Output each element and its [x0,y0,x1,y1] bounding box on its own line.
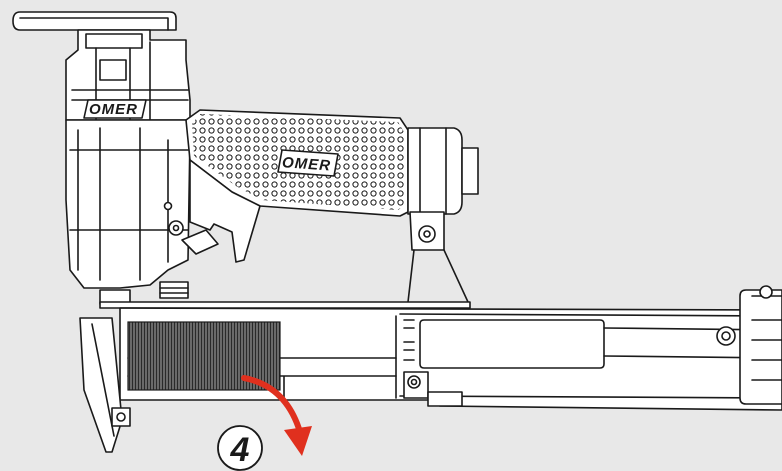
cylinder-cap [65,29,191,121]
rear-bracket [407,211,469,303]
step-number-badge: 4 [217,425,263,471]
logo-text-handle: OMER [282,154,332,174]
magazine-rail [99,301,782,411]
nose-plate [79,317,131,453]
logo-text-head: OMER [89,101,138,118]
trigger [163,159,261,263]
air-inlet-cap [407,127,479,215]
logo-badge-head: OMER [83,99,147,119]
nose-nut [99,281,189,305]
handle-grip: OMER [185,109,409,217]
hanger-hook [12,11,177,31]
tool-body: OMER [65,99,191,289]
step-number: 4 [230,431,250,469]
magazine-latch [403,371,463,407]
pusher-knob [716,285,782,405]
logo-badge-handle: OMER [277,149,339,177]
rotation-arrow [241,375,312,456]
